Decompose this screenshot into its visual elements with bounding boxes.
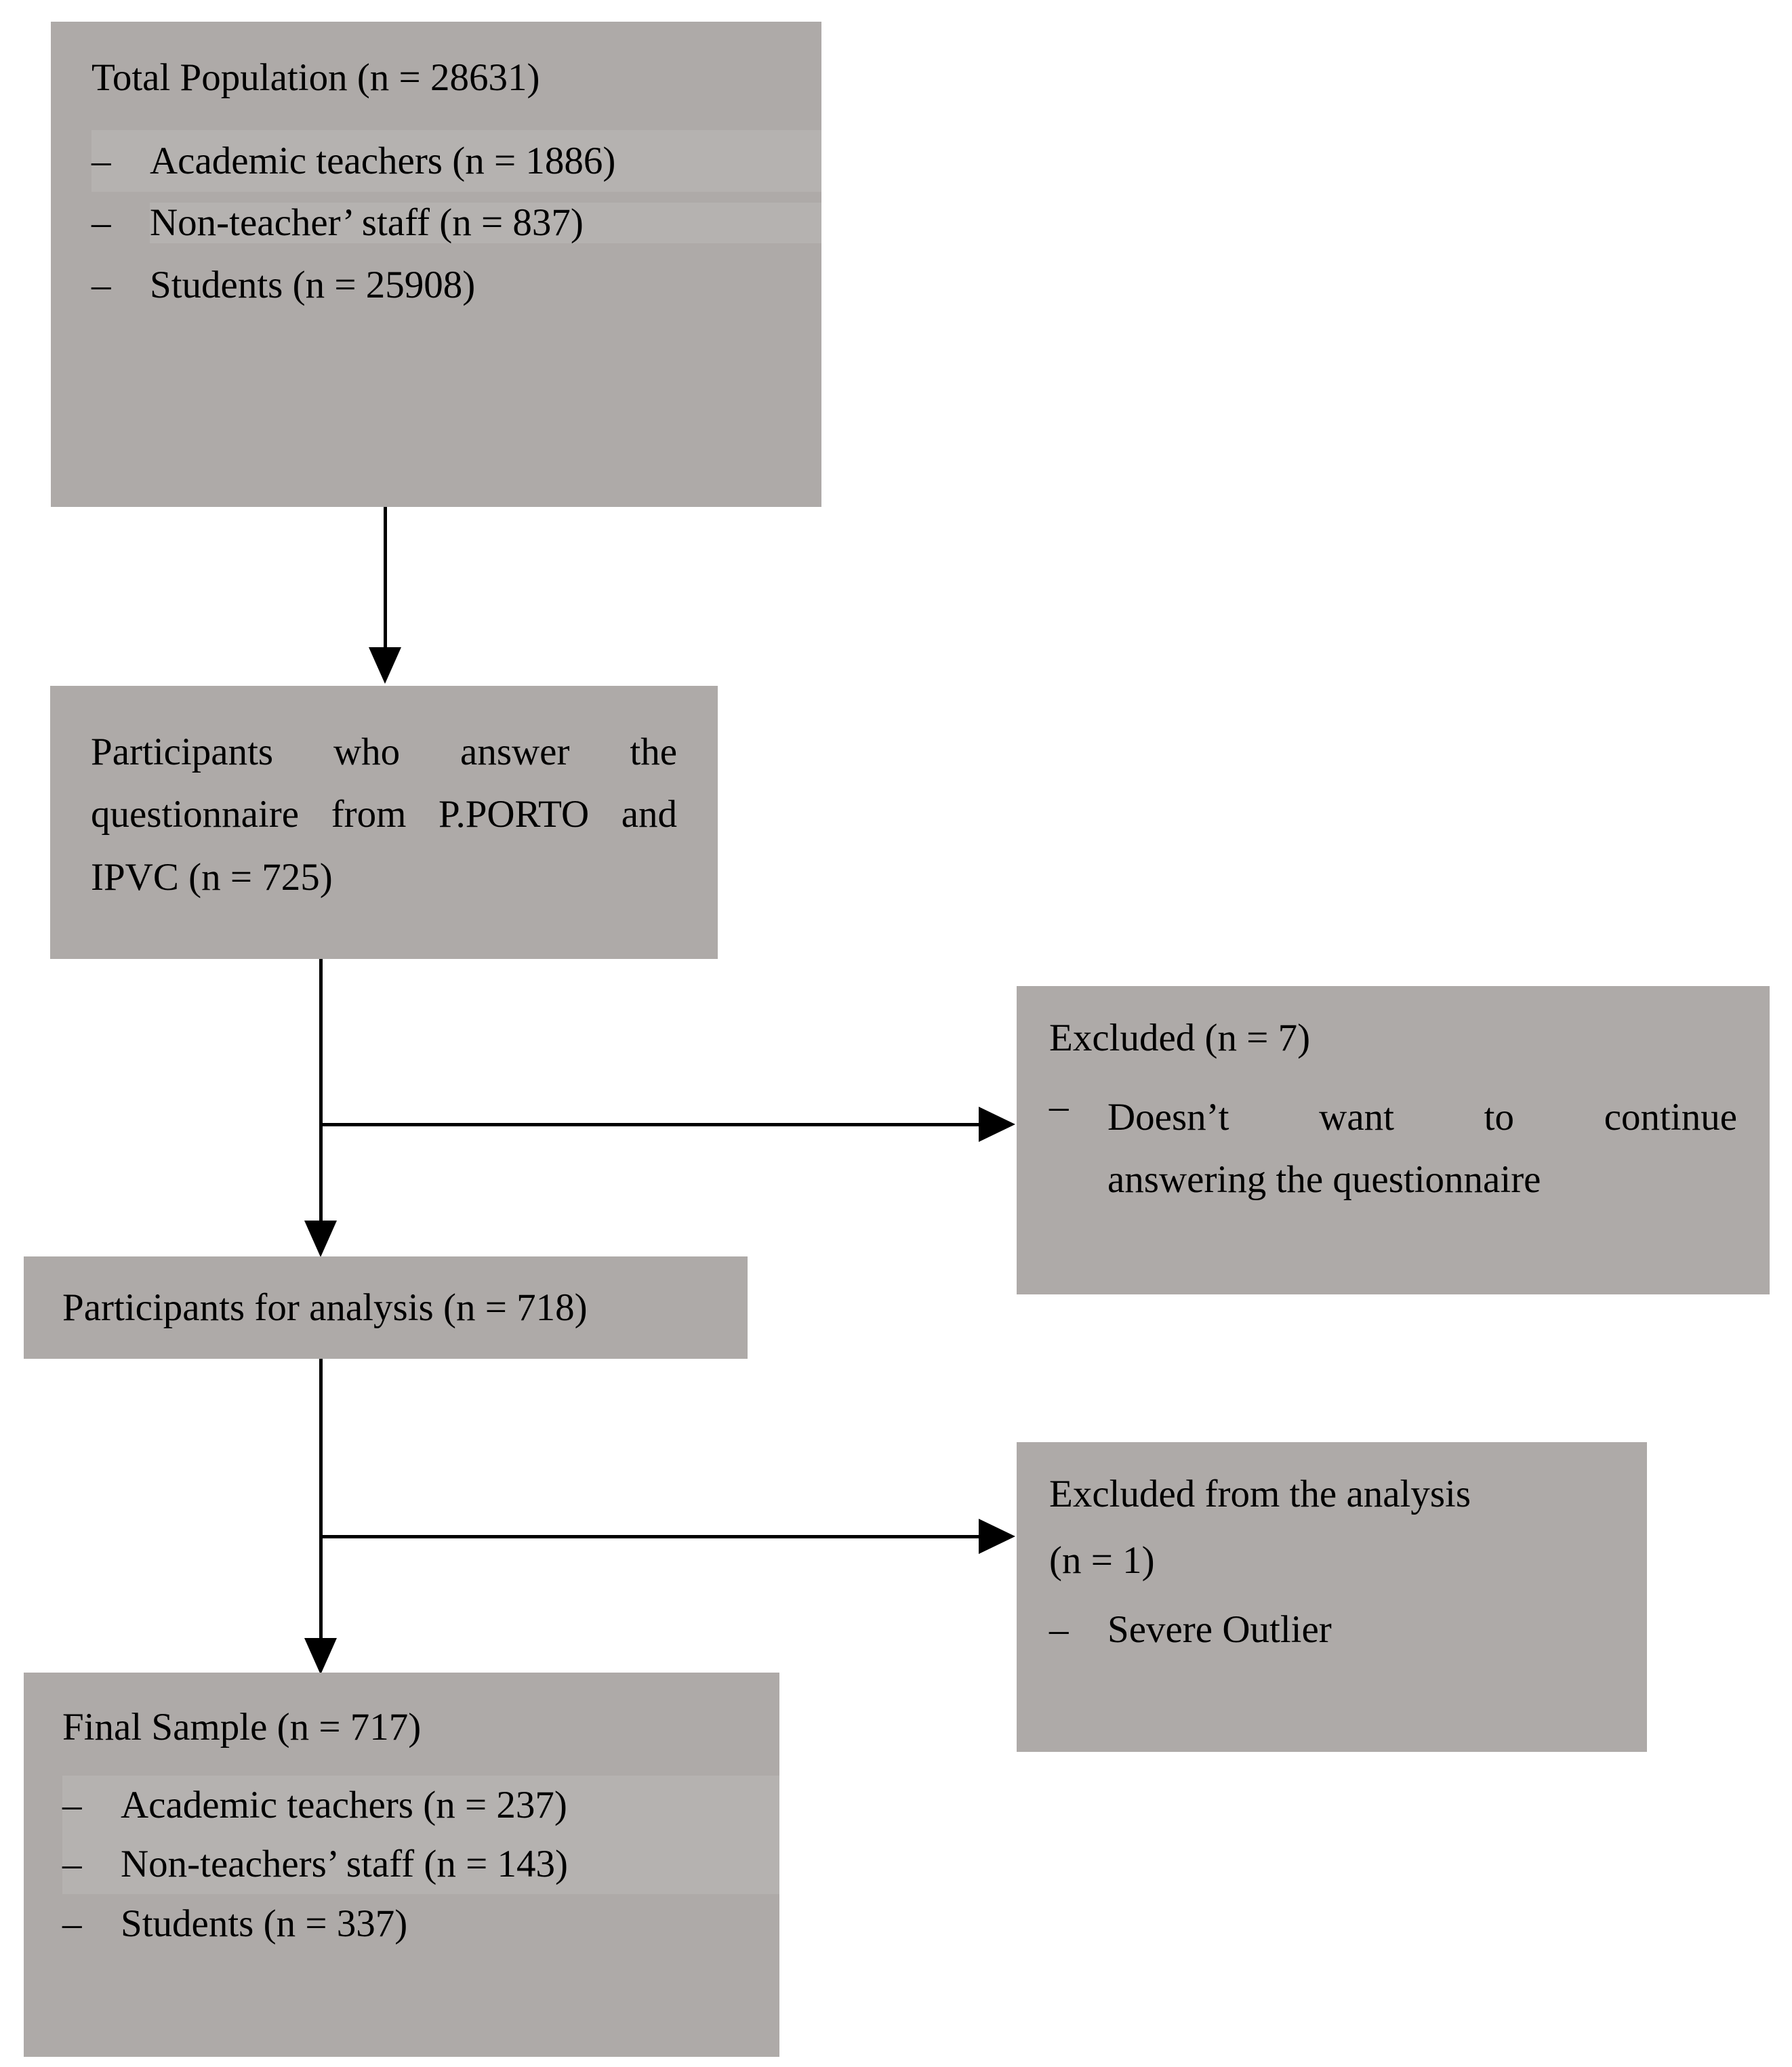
edge-responders-to-excluded-line (319, 1123, 980, 1126)
edge-analysis-trunk-line (319, 1359, 323, 1643)
edge-responders-trunk-line (319, 959, 323, 1226)
bullet-dash-icon: – (91, 201, 111, 245)
list-item-label: Severe Outlier (1107, 1608, 1332, 1652)
excluded-second-title-line-2: (n = 1) (1049, 1538, 1155, 1582)
list-item-label: Doesn’t want to continue answering the q… (1107, 1086, 1737, 1212)
edge-responders-to-excluded-arrowhead (979, 1107, 1015, 1142)
excluded-first-list: – Doesn’t want to continue answering the… (1049, 1086, 1737, 1212)
node-analysis-participants: Participants for analysis (n = 718) (24, 1256, 748, 1359)
excluded-first-title: Excluded (n = 7) (1049, 1017, 1311, 1059)
list-item: – Non-teacher’ staff (n = 837) (91, 192, 821, 254)
bullet-dash-icon: – (1049, 1608, 1069, 1652)
list-item-line-1: Doesn’t want to continue (1107, 1095, 1737, 1139)
edge-responders-to-analysis-arrowhead (304, 1221, 337, 1257)
edge-total-to-responders-line (384, 507, 387, 653)
list-item-line-2: answering the questionnaire (1107, 1158, 1541, 1201)
bullet-dash-icon: – (91, 264, 111, 307)
node-excluded-first: Excluded (n = 7) – Doesn’t want to conti… (1017, 986, 1770, 1294)
final-sample-title: Final Sample (n = 717) (62, 1706, 422, 1748)
edge-total-to-responders-arrowhead (369, 647, 401, 684)
final-sample-list: – Academic teachers (n = 237) – Non-teac… (24, 1775, 779, 1955)
bullet-dash-icon: – (62, 1902, 82, 1946)
excluded-second-list: – Severe Outlier (1049, 1610, 1614, 1650)
list-item-label: Academic teachers (n = 1886) (150, 139, 616, 182)
bullet-dash-icon: – (91, 139, 111, 182)
node-responders: Participants who answer the questionnair… (50, 686, 718, 959)
list-item: – Students (n = 337) (62, 1894, 779, 1954)
edge-analysis-to-final-arrowhead (304, 1638, 337, 1675)
list-item-label: Students (n = 25908) (150, 264, 476, 307)
list-item-label: Academic teachers (n = 237) (121, 1783, 567, 1826)
list-item-label: Students (n = 337) (121, 1902, 408, 1946)
list-item-label: Non-teacher’ staff (n = 837) (150, 203, 821, 244)
list-item: – Doesn’t want to continue answering the… (1049, 1086, 1737, 1212)
bullet-dash-icon: – (62, 1783, 82, 1826)
list-item: – Severe Outlier (1049, 1610, 1614, 1650)
node-total-population: Total Population (n = 28631) – Academic … (51, 22, 821, 507)
bullet-dash-icon: – (62, 1843, 82, 1886)
analysis-participants-title: Participants for analysis (n = 718) (62, 1286, 588, 1329)
list-item: – Students (n = 25908) (91, 254, 821, 316)
node-final-sample: Final Sample (n = 717) – Academic teache… (24, 1673, 779, 2057)
node-excluded-second: Excluded from the analysis (n = 1) – Sev… (1017, 1442, 1647, 1752)
list-item: – Academic teachers (n = 237) (62, 1775, 779, 1835)
edge-analysis-to-excluded-line (319, 1535, 980, 1538)
bullet-dash-icon: – (1049, 1084, 1069, 1128)
edge-analysis-to-excluded-arrowhead (979, 1519, 1015, 1554)
list-item: – Academic teachers (n = 1886) (91, 129, 821, 192)
responders-text: Participants who answer the questionnair… (91, 731, 677, 899)
list-item: – Non-teachers’ staff (n = 143) (62, 1835, 779, 1895)
total-population-list: – Academic teachers (n = 1886) – Non-tea… (51, 129, 821, 317)
excluded-second-title-line-1: Excluded from the analysis (1049, 1473, 1471, 1515)
total-population-title: Total Population (n = 28631) (91, 56, 540, 99)
list-item-label: Non-teachers’ staff (n = 143) (121, 1843, 568, 1886)
